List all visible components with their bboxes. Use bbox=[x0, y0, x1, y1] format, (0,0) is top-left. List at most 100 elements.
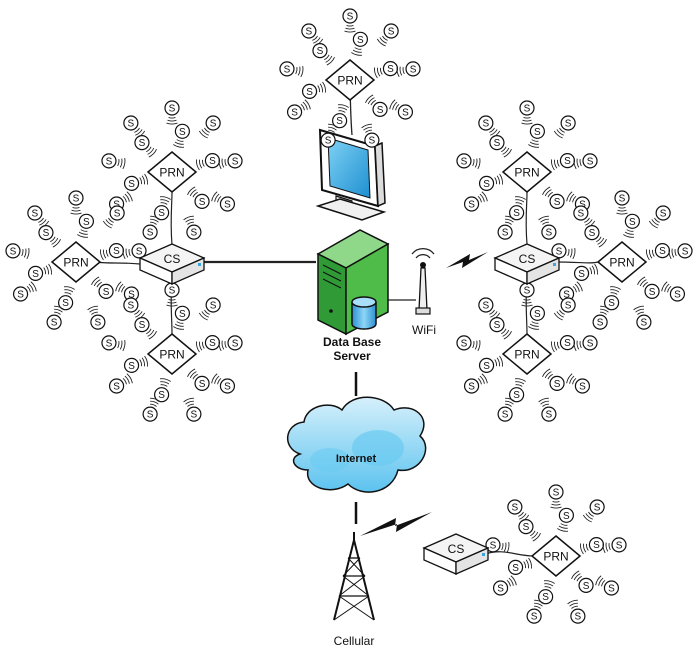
sensor-label: S bbox=[563, 290, 570, 301]
sensor-node: S bbox=[101, 335, 126, 352]
prn-node: PRN bbox=[50, 241, 102, 283]
sensor-node: S bbox=[542, 368, 565, 391]
sensor-node: S bbox=[187, 368, 210, 391]
sensor-label: S bbox=[32, 269, 39, 280]
sensor-label: S bbox=[494, 320, 501, 331]
cellular-label: Cellular bbox=[334, 634, 375, 648]
sensor-label: S bbox=[483, 179, 490, 190]
monitor-icon bbox=[315, 128, 387, 221]
sensor-node: S bbox=[211, 373, 236, 394]
sensor-node: S bbox=[154, 378, 171, 403]
sensor-label: S bbox=[410, 64, 417, 75]
database-server-icon bbox=[316, 229, 390, 336]
sensor-label: S bbox=[106, 338, 113, 349]
sensor-label: S bbox=[565, 118, 572, 129]
sensor-label: S bbox=[531, 612, 538, 623]
sensor-label: S bbox=[587, 338, 594, 349]
sensor-node: S bbox=[551, 335, 576, 353]
sensor-label: S bbox=[158, 208, 165, 219]
sensor-node: S bbox=[604, 286, 621, 311]
sensor-label: S bbox=[461, 338, 468, 349]
sensor-label: S bbox=[128, 118, 135, 129]
prn-label: PRN bbox=[514, 348, 539, 362]
sensor-node: S bbox=[456, 335, 481, 352]
sensor-label: S bbox=[512, 502, 519, 513]
sensor-label: S bbox=[32, 208, 39, 219]
prn-node: PRN bbox=[501, 333, 553, 375]
sensor-node: S bbox=[614, 190, 630, 215]
sensor-label: S bbox=[554, 379, 561, 390]
wireless-link-bolt-icon bbox=[446, 252, 488, 268]
sensor-node: S bbox=[637, 276, 660, 299]
sensor-node: S bbox=[154, 196, 171, 221]
sensor-label: S bbox=[139, 138, 146, 149]
sensor-node: S bbox=[142, 215, 161, 240]
sensor-node: S bbox=[571, 570, 594, 593]
sensor-label: S bbox=[336, 116, 343, 127]
sensor-label: S bbox=[325, 136, 332, 147]
sensor-label: S bbox=[616, 540, 623, 551]
sensor-node: S bbox=[519, 100, 535, 125]
sensor-node: S bbox=[573, 153, 598, 170]
sensor-label: S bbox=[546, 410, 553, 421]
sensor-label: S bbox=[199, 379, 206, 390]
sensor-label: S bbox=[565, 300, 572, 311]
sensor-node: S bbox=[218, 335, 243, 352]
sensor-node: S bbox=[187, 186, 210, 209]
cs-label: CS bbox=[164, 252, 181, 266]
prn-node: PRN bbox=[146, 151, 198, 193]
sensor-node: S bbox=[100, 243, 125, 261]
sensor-label: S bbox=[147, 228, 154, 239]
sensor-label: S bbox=[483, 361, 490, 372]
sensor-node: S bbox=[46, 305, 65, 330]
sensor-label: S bbox=[139, 320, 146, 331]
sensor-label: S bbox=[534, 309, 541, 320]
sensor-label: S bbox=[357, 35, 364, 46]
cs-node: CS bbox=[493, 243, 561, 285]
sensor-label: S bbox=[210, 300, 217, 311]
sensor-node: S bbox=[389, 99, 414, 120]
sensor-label: S bbox=[534, 127, 541, 138]
sensor-node: S bbox=[164, 282, 180, 307]
sensor-node: S bbox=[183, 215, 202, 240]
prn-node: PRN bbox=[501, 151, 553, 193]
wifi-label: WiFi bbox=[412, 323, 436, 337]
sensor-node: S bbox=[489, 317, 512, 340]
prn-label: PRN bbox=[543, 550, 568, 564]
sensor-node: S bbox=[320, 123, 339, 148]
sensor-label: S bbox=[513, 390, 520, 401]
sensor-node: S bbox=[478, 115, 501, 139]
sensor-node: S bbox=[485, 537, 510, 554]
sensor-label: S bbox=[402, 108, 409, 119]
prn-label: PRN bbox=[159, 166, 184, 180]
sensor-label: S bbox=[593, 540, 600, 551]
cs-label: CS bbox=[519, 252, 536, 266]
sensor-node: S bbox=[489, 135, 512, 158]
sensor-label: S bbox=[114, 208, 121, 219]
wifi-antenna-icon bbox=[411, 248, 435, 315]
sensor-label: S bbox=[682, 246, 689, 257]
sensor-label: S bbox=[199, 197, 206, 208]
sensor-label: S bbox=[224, 200, 231, 211]
sensor-label: S bbox=[523, 522, 530, 533]
sensor-node: S bbox=[526, 599, 545, 624]
sensor-label: S bbox=[512, 563, 519, 574]
prn-node: PRN bbox=[146, 333, 198, 375]
sensor-label: S bbox=[674, 290, 681, 301]
sensor-node: S bbox=[142, 397, 161, 422]
sensor-node: S bbox=[365, 94, 388, 117]
cellular-link-bolt-icon bbox=[360, 512, 432, 536]
sensor-label: S bbox=[209, 338, 216, 349]
sensor-node: S bbox=[123, 173, 148, 191]
sensor-node: S bbox=[279, 61, 304, 78]
sensor-label: S bbox=[608, 298, 615, 309]
sensor-node: S bbox=[218, 153, 243, 170]
sensor-node: S bbox=[301, 81, 326, 99]
sensor-label: S bbox=[191, 228, 198, 239]
sensor-node: S bbox=[183, 397, 202, 422]
sensor-label: S bbox=[483, 300, 490, 311]
sensor-node: S bbox=[134, 135, 157, 158]
sensor-label: S bbox=[608, 584, 615, 595]
sensor-label: S bbox=[579, 200, 586, 211]
